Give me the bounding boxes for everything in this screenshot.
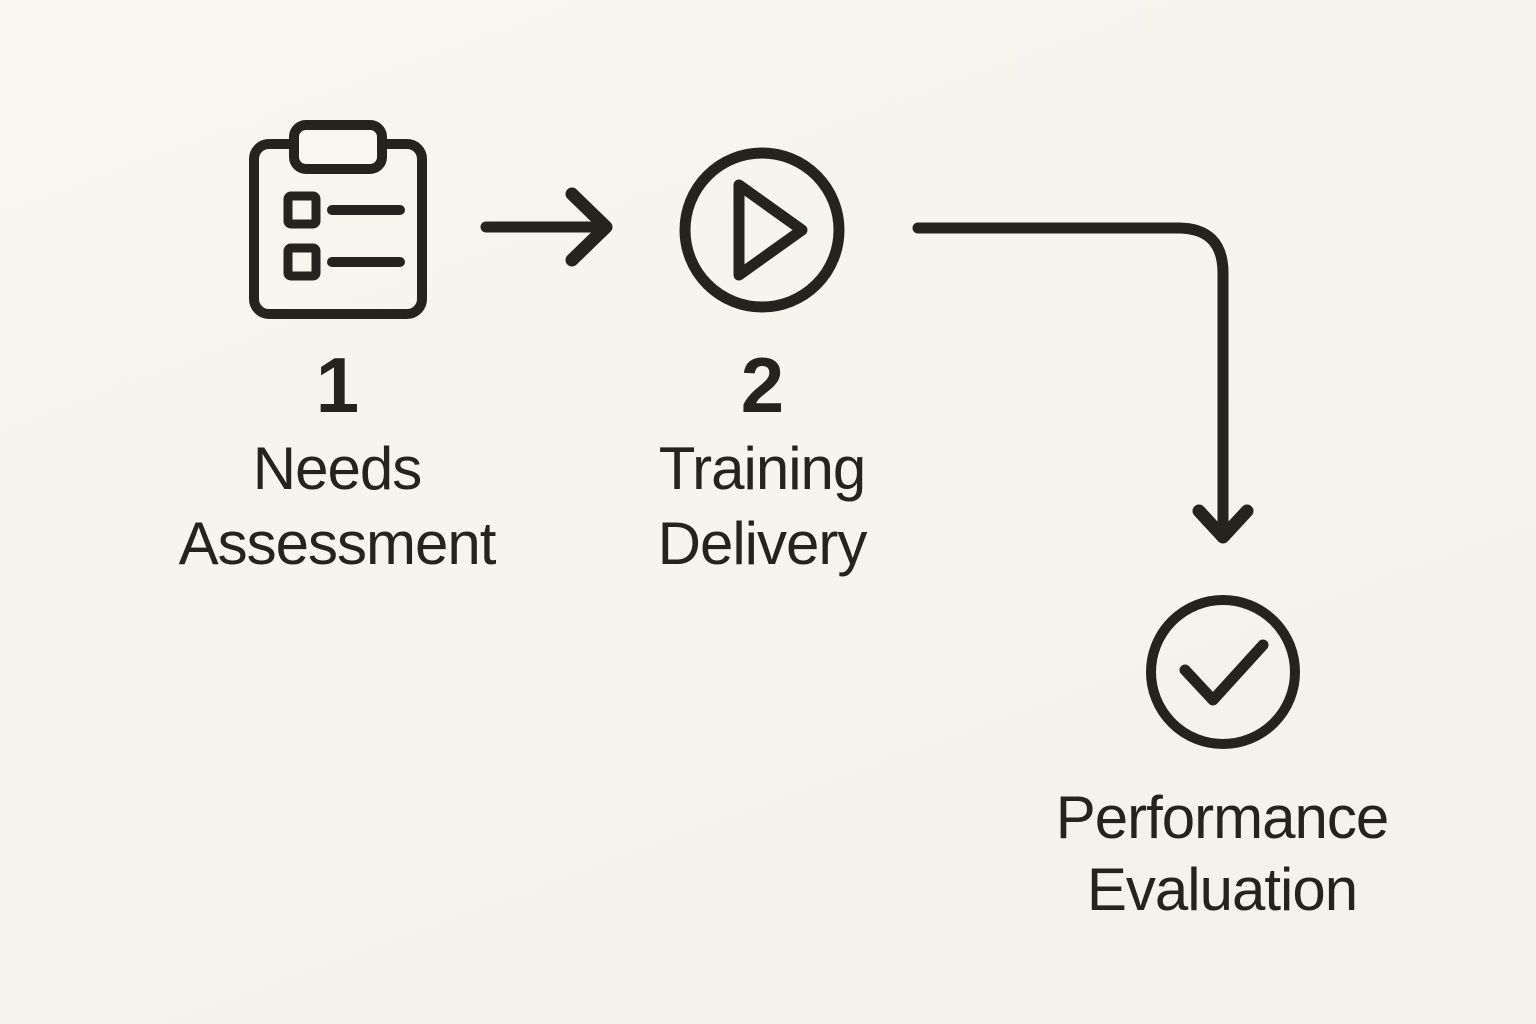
step-caption-performance-evaluation: Performance Evaluation <box>972 782 1472 926</box>
step-caption-training-delivery: 2 Training Delivery <box>512 345 1012 581</box>
step-label-line: Evaluation <box>1086 856 1358 923</box>
step-label-line: Performance <box>1055 784 1389 851</box>
step-label: Needs Assessment <box>87 431 587 581</box>
step-label-line: Assessment <box>178 510 497 577</box>
step-label: Performance Evaluation <box>972 782 1472 926</box>
checklist-clipboard-icon <box>249 120 427 319</box>
arrow-right-icon <box>480 187 613 267</box>
step-number: 1 <box>315 341 359 429</box>
elbow-arrow-down-icon <box>912 222 1254 544</box>
play-icon <box>679 147 845 313</box>
step-number: 2 <box>740 341 784 429</box>
step-label: Training Delivery <box>512 431 1012 581</box>
step-label-line: Needs <box>252 435 422 502</box>
check-circle-icon <box>1146 595 1300 749</box>
step-caption-needs-assessment: 1 Needs Assessment <box>87 345 587 581</box>
step-label-line: Training <box>658 435 867 502</box>
step-label-line: Delivery <box>657 510 868 577</box>
